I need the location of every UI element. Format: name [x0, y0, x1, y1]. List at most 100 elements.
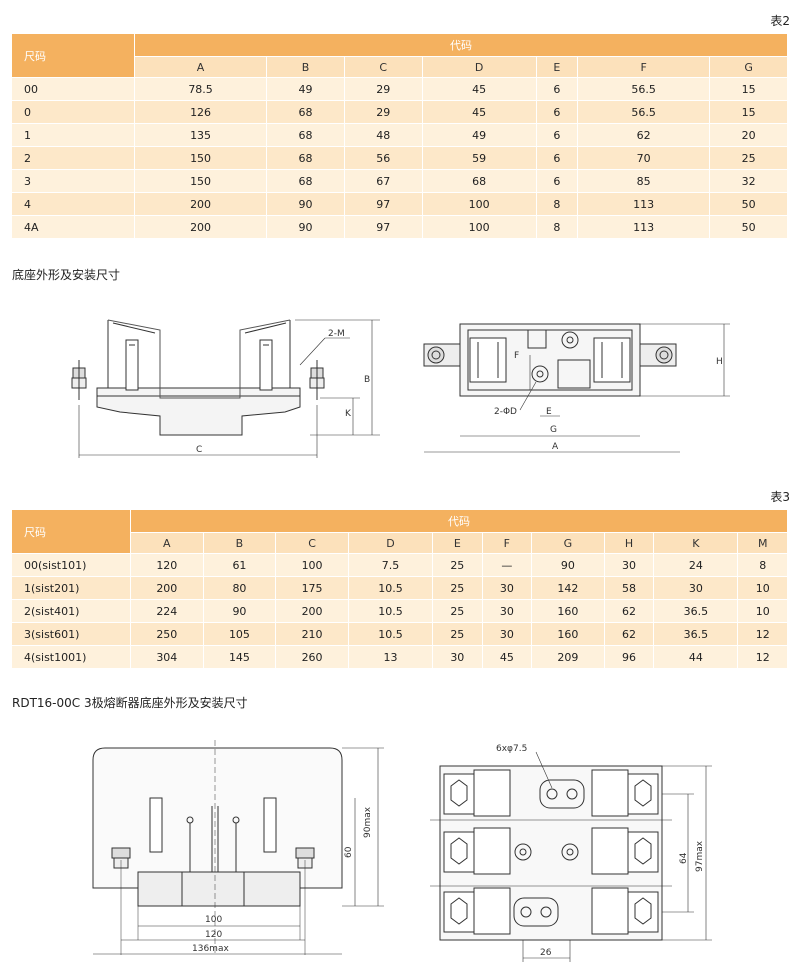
value-cell: 30 — [604, 553, 655, 577]
label-26: 26 — [540, 948, 552, 958]
label-2m: 2-M — [328, 329, 345, 339]
value-cell: 49 — [422, 123, 537, 147]
size-cell: 00(sist101) — [12, 553, 131, 577]
code-header: 代码 — [134, 34, 788, 57]
value-cell: 113 — [577, 215, 711, 239]
value-cell: 68 — [266, 146, 345, 170]
value-cell: 100 — [422, 192, 537, 216]
value-cell: 90 — [203, 599, 277, 623]
label-h: H — [716, 357, 723, 367]
value-cell: 68 — [266, 169, 345, 193]
value-cell: 48 — [344, 123, 423, 147]
column-header: A — [130, 532, 204, 554]
value-cell: 30 — [482, 576, 533, 600]
column-header: C — [275, 532, 349, 554]
value-cell: 100 — [275, 553, 349, 577]
value-cell: 100 — [422, 215, 537, 239]
value-cell: 90 — [266, 215, 345, 239]
value-cell: 97 — [344, 215, 423, 239]
value-cell: 200 — [130, 576, 204, 600]
size-cell: 2 — [12, 146, 135, 170]
value-cell: 13 — [348, 645, 434, 669]
base-outline-drawing: 2-M B K C F H 2-ΦD E G A — [71, 319, 730, 458]
table2-label: 表2 — [770, 14, 790, 28]
column-header: F — [577, 56, 711, 78]
size-cell: 1(sist201) — [12, 576, 131, 600]
value-cell: 96 — [604, 645, 655, 669]
label-c: C — [196, 445, 202, 455]
size-cell: 4(sist1001) — [12, 645, 131, 669]
column-header: D — [348, 532, 434, 554]
value-cell: 260 — [275, 645, 349, 669]
label-a: A — [552, 442, 559, 452]
value-cell: 224 — [130, 599, 204, 623]
value-cell: 304 — [130, 645, 204, 669]
value-cell: 6 — [536, 100, 579, 124]
value-cell: 68 — [422, 169, 537, 193]
value-cell: 67 — [344, 169, 423, 193]
value-cell: 12 — [737, 645, 788, 669]
value-cell: 8 — [536, 215, 579, 239]
value-cell: 150 — [134, 169, 268, 193]
size-cell: 1 — [12, 123, 135, 147]
value-cell: 120 — [130, 553, 204, 577]
value-cell: 12 — [737, 622, 788, 646]
value-cell: 62 — [577, 123, 711, 147]
value-cell: 210 — [275, 622, 349, 646]
3pole-base-drawing: 90max 60 100 120 136max 6xφ7.5 64 97max … — [92, 740, 712, 962]
label-90max: 90max — [363, 806, 373, 838]
column-header: E — [536, 56, 579, 78]
label-f: F — [514, 351, 519, 361]
label-6x-hole: 6xφ7.5 — [496, 744, 527, 754]
value-cell: 25 — [432, 599, 483, 623]
value-cell: 25 — [709, 146, 788, 170]
value-cell: 20 — [709, 123, 788, 147]
size-cell: 4A — [12, 215, 135, 239]
label-100: 100 — [205, 915, 222, 925]
code-header: 代码 — [130, 510, 788, 533]
value-cell: 29 — [344, 100, 423, 124]
value-cell: 90 — [531, 553, 605, 577]
value-cell: 59 — [422, 146, 537, 170]
column-header: F — [482, 532, 533, 554]
value-cell: 200 — [275, 599, 349, 623]
value-cell: 15 — [709, 100, 788, 124]
value-cell: 126 — [134, 100, 268, 124]
value-cell: 150 — [134, 146, 268, 170]
label-60: 60 — [344, 846, 354, 858]
value-cell: 56.5 — [577, 100, 711, 124]
value-cell: 250 — [130, 622, 204, 646]
value-cell: 68 — [266, 123, 345, 147]
value-cell: 36.5 — [653, 599, 739, 623]
value-cell: 29 — [344, 77, 423, 101]
section-title-base-dimensions: 底座外形及安装尺寸 — [12, 268, 121, 282]
label-k: K — [345, 409, 352, 419]
label-136max: 136max — [192, 944, 229, 954]
value-cell: 7.5 — [348, 553, 434, 577]
value-cell: 15 — [709, 77, 788, 101]
size-cell: 00 — [12, 77, 135, 101]
size-cell: 4 — [12, 192, 135, 216]
value-cell: 61 — [203, 553, 277, 577]
label-e: E — [546, 407, 552, 417]
value-cell: 50 — [709, 192, 788, 216]
size-header: 尺码 — [12, 34, 135, 78]
column-header: C — [344, 56, 423, 78]
value-cell: 10.5 — [348, 576, 434, 600]
value-cell: 30 — [432, 645, 483, 669]
value-cell: 105 — [203, 622, 277, 646]
column-header: G — [531, 532, 605, 554]
value-cell: 10 — [737, 599, 788, 623]
value-cell: 50 — [709, 215, 788, 239]
value-cell: 10.5 — [348, 622, 434, 646]
